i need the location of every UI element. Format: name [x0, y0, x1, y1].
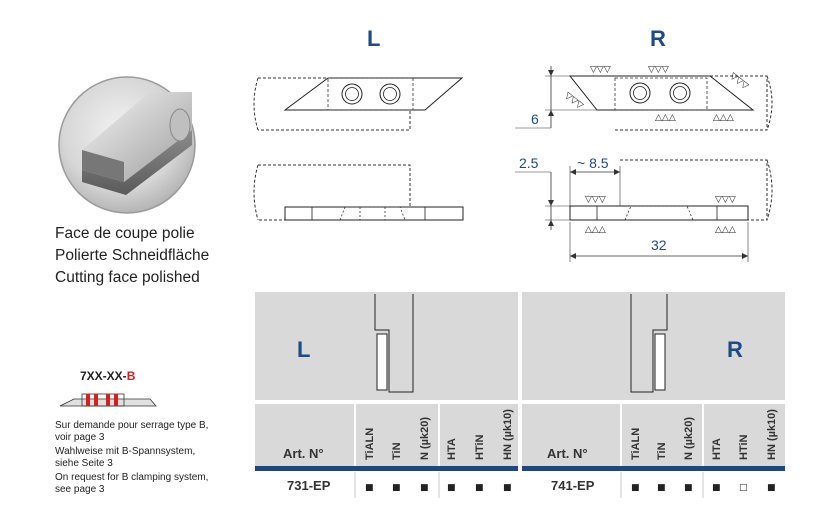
clamp-code: 7XX-XX-B	[80, 369, 136, 383]
clamp-note-6: see page 3	[55, 484, 105, 495]
coating-left-4: HTA	[446, 438, 458, 460]
product-table: L R Art. N° TiALN TiN N (µk20) HTA HTiN …	[255, 292, 785, 498]
avail-right-1: ■	[631, 483, 640, 493]
avail-left-3: ■	[420, 483, 429, 493]
coating-right-3: N (µk20)	[683, 417, 695, 460]
table-left-letter: L	[297, 337, 310, 362]
table-right-art-label: Art. N°	[547, 446, 588, 461]
coating-right-1: TiALN	[630, 428, 642, 460]
svg-text:△△△: △△△	[585, 225, 606, 235]
clamp-note-3: Wahlweise mit B-Spannsystem,	[55, 446, 196, 457]
svg-text:▽▽▽: ▽▽▽	[728, 71, 751, 92]
avail-right-6: ■	[767, 483, 776, 493]
coating-right-4: HTA	[711, 438, 723, 460]
dim-offset: 2.5	[519, 155, 539, 171]
svg-text:▽▽▽: ▽▽▽	[590, 65, 611, 75]
caption-de: Polierte Schneidfläche	[55, 247, 210, 264]
coating-right-5: HTiN	[738, 434, 750, 460]
avail-right-5: □	[739, 483, 748, 493]
avail-right-4: ■	[712, 483, 721, 493]
table-right-letter: R	[727, 337, 743, 362]
coating-right-2: TiN	[656, 442, 668, 460]
insert-photo	[58, 76, 196, 214]
table-left-article: 731-EP	[287, 478, 331, 493]
clamp-note-4: siehe Seite 3	[55, 458, 113, 469]
avail-left-4: ■	[447, 483, 456, 493]
svg-text:△△△: △△△	[655, 113, 676, 123]
table-left-art-label: Art. N°	[283, 446, 324, 461]
svg-text:▽▽▽: ▽▽▽	[648, 65, 669, 75]
table-right-article: 741-EP	[551, 478, 595, 493]
header-right-letter: R	[650, 26, 666, 51]
svg-text:▽▽▽: ▽▽▽	[585, 195, 606, 205]
caption-en: Cutting face polished	[55, 269, 200, 286]
dim-height: 6	[531, 111, 539, 127]
avail-left-5: ■	[475, 483, 484, 493]
header-left-letter: L	[367, 26, 381, 51]
clamp-diagram: 7XX-XX-B	[59, 369, 157, 407]
avail-left-2: ■	[392, 483, 401, 493]
drawing-right: ▽▽▽ ▽▽▽ △△△ △△△ ▽▽▽ ▽▽▽ 6 ▽▽▽ ▽▽▽ △△△ △△…	[515, 65, 773, 262]
coating-left-1: TiALN	[364, 428, 376, 460]
clamp-note-1: Sur demande pour serrage type B,	[55, 420, 209, 431]
drawing-left	[253, 77, 464, 221]
avail-right-2: ■	[657, 483, 666, 493]
avail-right-3: ■	[684, 483, 693, 493]
coating-left-2: TiN	[391, 442, 403, 460]
coating-left-6: HN (µk10)	[502, 409, 514, 460]
coating-left-3: N (µk20)	[419, 417, 431, 460]
svg-text:△△△: △△△	[713, 113, 734, 123]
clamp-code-suffix: B	[127, 369, 136, 383]
coating-left-5: HTiN	[474, 434, 486, 460]
caption-fr: Face de coupe polie	[55, 225, 195, 242]
avail-left-6: ■	[503, 483, 512, 493]
avail-left-1: ■	[365, 483, 374, 493]
dim-length: 32	[651, 237, 667, 253]
clamp-note-5: On request for B clamping system,	[55, 472, 209, 483]
svg-text:▽▽▽: ▽▽▽	[715, 195, 736, 205]
dim-width-small: ~ 8.5	[577, 155, 609, 171]
clamp-code-prefix: 7XX-XX-	[80, 369, 127, 383]
coating-right-6: HN (µk10)	[766, 409, 778, 460]
svg-text:△△△: △△△	[715, 225, 736, 235]
clamp-note-2: voir page 3	[55, 432, 105, 443]
svg-text:▽▽▽: ▽▽▽	[562, 91, 585, 112]
